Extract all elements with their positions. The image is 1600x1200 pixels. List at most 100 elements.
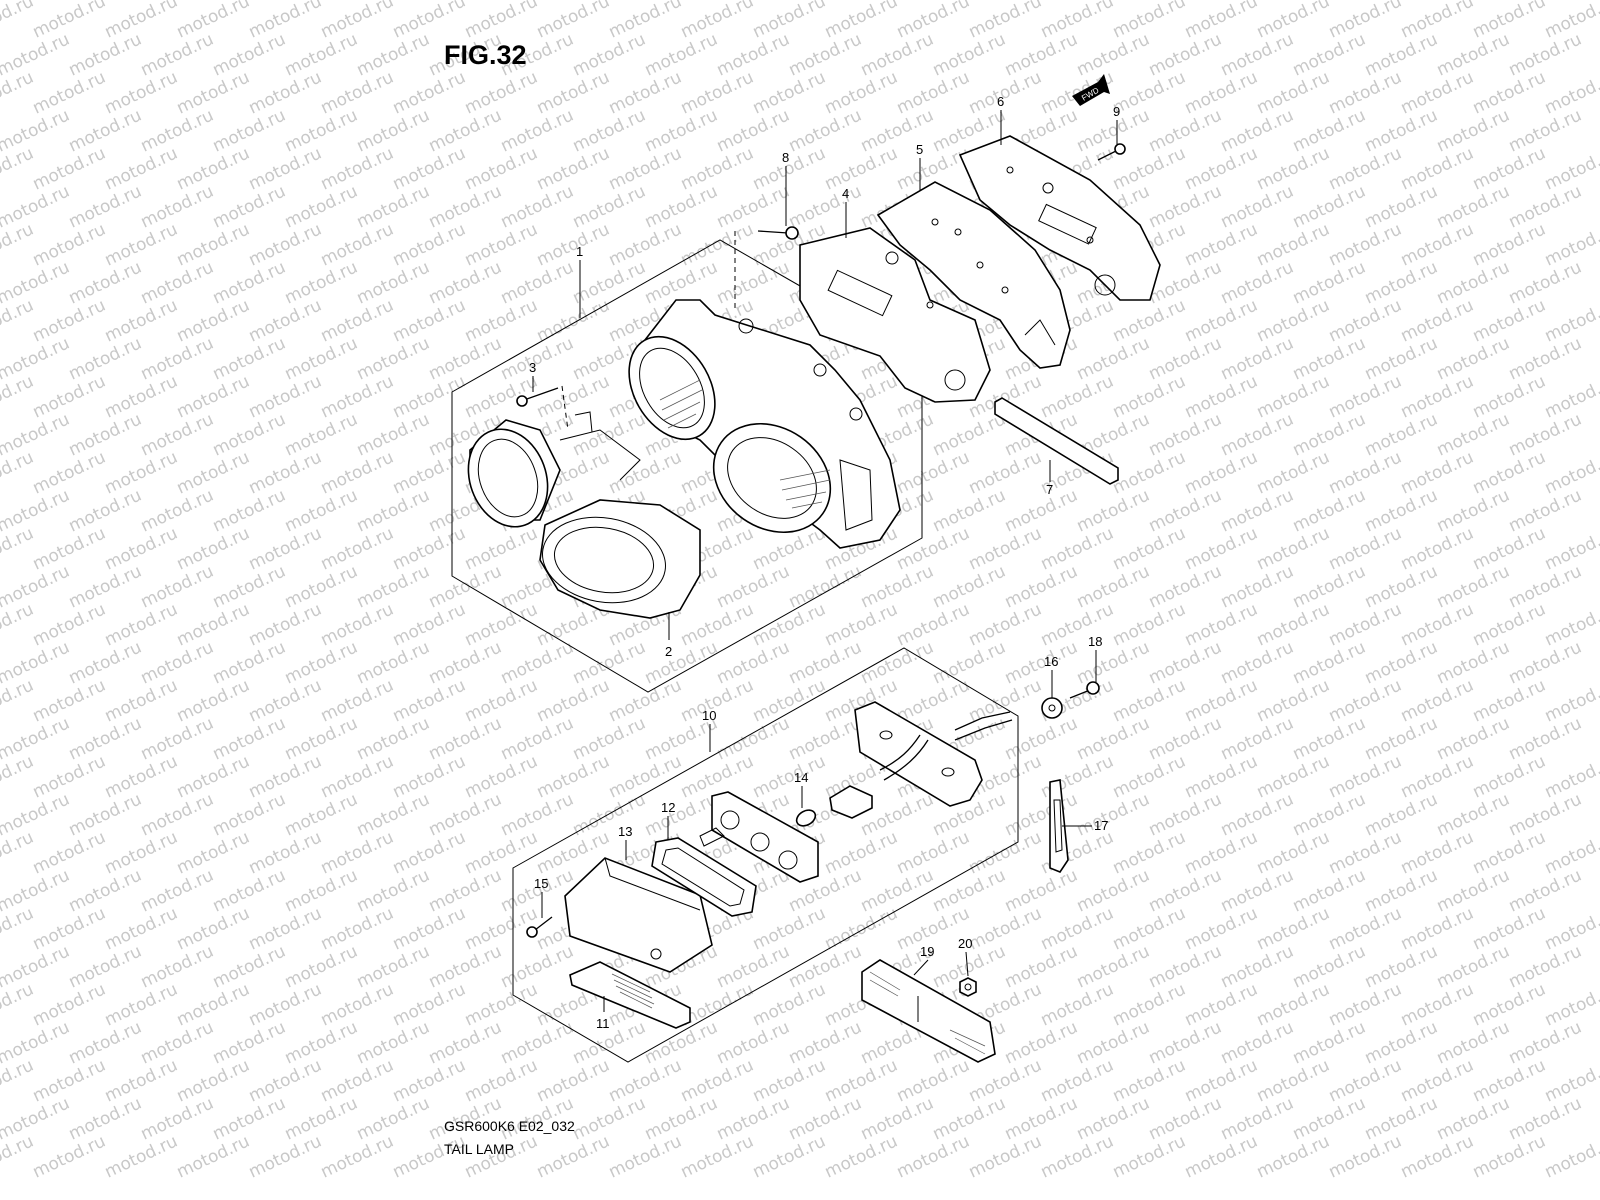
watermark-text: motod.ru xyxy=(30,371,109,422)
watermark-text: motod.ru xyxy=(1506,1093,1585,1144)
watermark-text: motod.ru xyxy=(966,0,1045,43)
watermark-text: motod.ru xyxy=(354,29,433,80)
watermark-text: motod.ru xyxy=(246,0,325,43)
watermark-text: motod.ru xyxy=(1470,0,1549,43)
watermark-text: motod.ru xyxy=(858,865,937,916)
watermark-text: motod.ru xyxy=(1362,333,1441,384)
watermark-text: motod.ru xyxy=(678,1055,757,1106)
watermark-text: motod.ru xyxy=(1038,599,1117,650)
watermark-text: motod.ru xyxy=(246,143,325,194)
washer-16 xyxy=(1041,697,1063,719)
watermark-text: motod.ru xyxy=(138,257,217,308)
watermark-text: motod.ru xyxy=(570,713,649,764)
watermark-text: motod.ru xyxy=(1398,1055,1477,1106)
watermark-text: motod.ru xyxy=(1074,865,1153,916)
watermark-text: motod.ru xyxy=(282,333,361,384)
watermark-text: motod.ru xyxy=(786,941,865,992)
watermark-text: motod.ru xyxy=(1146,181,1225,232)
watermark-text: motod.ru xyxy=(1434,1093,1513,1144)
watermark-text: motod.ru xyxy=(174,751,253,802)
watermark-text: motod.ru xyxy=(1038,1131,1117,1182)
callout-3: 3 xyxy=(529,360,536,375)
leader-lines xyxy=(532,110,1118,1012)
watermark-text: motod.ru xyxy=(174,219,253,270)
watermark-text: motod.ru xyxy=(966,903,1045,954)
gasket-12 xyxy=(651,837,757,917)
watermark-text: motod.ru xyxy=(282,29,361,80)
watermark-text: motod.ru xyxy=(318,143,397,194)
watermark-text: motod.ru xyxy=(894,599,973,650)
license-lamp-body-13 xyxy=(564,857,713,973)
watermark-text: motod.ru xyxy=(966,447,1045,498)
watermark-text: motod.ru xyxy=(1254,599,1333,650)
watermark-text: motod.ru xyxy=(30,751,109,802)
watermark-text: motod.ru xyxy=(678,0,757,43)
watermark-text: motod.ru xyxy=(426,865,505,916)
callout-16: 16 xyxy=(1044,654,1058,669)
watermark-text: motod.ru xyxy=(462,1055,541,1106)
watermark-text: motod.ru xyxy=(1542,1131,1600,1182)
watermark-text: motod.ru xyxy=(1110,1131,1189,1182)
watermark-text: motod.ru xyxy=(1074,29,1153,80)
watermark-text: motod.ru xyxy=(138,409,217,460)
watermark-text: motod.ru xyxy=(1182,903,1261,954)
bracket-5 xyxy=(876,181,1071,369)
watermark-text: motod.ru xyxy=(1434,105,1513,156)
watermark-text: motod.ru xyxy=(1074,485,1153,536)
watermark-text: motod.ru xyxy=(1182,675,1261,726)
watermark-text: motod.ru xyxy=(1038,903,1117,954)
watermark-text: motod.ru xyxy=(282,941,361,992)
watermark-text: motod.ru xyxy=(30,1055,109,1106)
watermark-text: motod.ru xyxy=(462,67,541,118)
watermark-text: motod.ru xyxy=(1362,181,1441,232)
watermark-text: motod.ru xyxy=(66,485,145,536)
watermark-text: motod.ru xyxy=(1002,29,1081,80)
watermark-text: motod.ru xyxy=(1326,751,1405,802)
watermark-text: motod.ru xyxy=(1146,865,1225,916)
watermark-text: motod.ru xyxy=(750,751,829,802)
watermark-text: motod.ru xyxy=(1110,903,1189,954)
watermark-text: motod.ru xyxy=(1218,789,1297,840)
watermark-text: motod.ru xyxy=(858,561,937,612)
watermark-text: motod.ru xyxy=(894,447,973,498)
watermark-text: motod.ru xyxy=(318,523,397,574)
watermark-text: motod.ru xyxy=(138,789,217,840)
watermark-text: motod.ru xyxy=(30,599,109,650)
watermark-text: motod.ru xyxy=(750,599,829,650)
watermark-text: motod.ru xyxy=(930,1093,1009,1144)
watermark-text: motod.ru xyxy=(390,219,469,270)
watermark-text: motod.ru xyxy=(1218,181,1297,232)
watermark-text: motod.ru xyxy=(606,0,685,43)
watermark-text: motod.ru xyxy=(246,979,325,1030)
watermark-text: motod.ru xyxy=(210,105,289,156)
callout-4: 4 xyxy=(842,186,849,201)
watermark-text: motod.ru xyxy=(1110,827,1189,878)
watermark-text: motod.ru xyxy=(318,0,397,43)
watermark-text: motod.ru xyxy=(1218,105,1297,156)
watermark-text: motod.ru xyxy=(138,561,217,612)
watermark-text: motod.ru xyxy=(966,1131,1045,1182)
watermark-text: motod.ru xyxy=(426,333,505,384)
watermark-text: motod.ru xyxy=(1470,1055,1549,1106)
watermark-text: motod.ru xyxy=(318,447,397,498)
watermark-text: motod.ru xyxy=(678,675,757,726)
watermark-text: motod.ru xyxy=(282,713,361,764)
watermark-text: motod.ru xyxy=(1254,447,1333,498)
watermark-text: motod.ru xyxy=(1182,295,1261,346)
watermark-text: motod.ru xyxy=(282,1017,361,1068)
watermark-text: motod.ru xyxy=(282,485,361,536)
watermark-text: motod.ru xyxy=(1506,257,1585,308)
watermark-text: motod.ru xyxy=(1326,143,1405,194)
watermark-text: motod.ru xyxy=(606,67,685,118)
watermark-text: motod.ru xyxy=(318,979,397,1030)
watermark-text: motod.ru xyxy=(318,675,397,726)
watermark-text: motod.ru xyxy=(390,979,469,1030)
watermark-text: motod.ru xyxy=(30,523,109,574)
watermark-text: motod.ru xyxy=(1182,599,1261,650)
watermark-text: motod.ru xyxy=(462,523,541,574)
watermark-text: motod.ru xyxy=(1362,713,1441,764)
watermark-text: motod.ru xyxy=(750,1055,829,1106)
watermark-text: motod.ru xyxy=(246,219,325,270)
watermark-text: motod.ru xyxy=(1290,713,1369,764)
watermark-text: motod.ru xyxy=(210,333,289,384)
